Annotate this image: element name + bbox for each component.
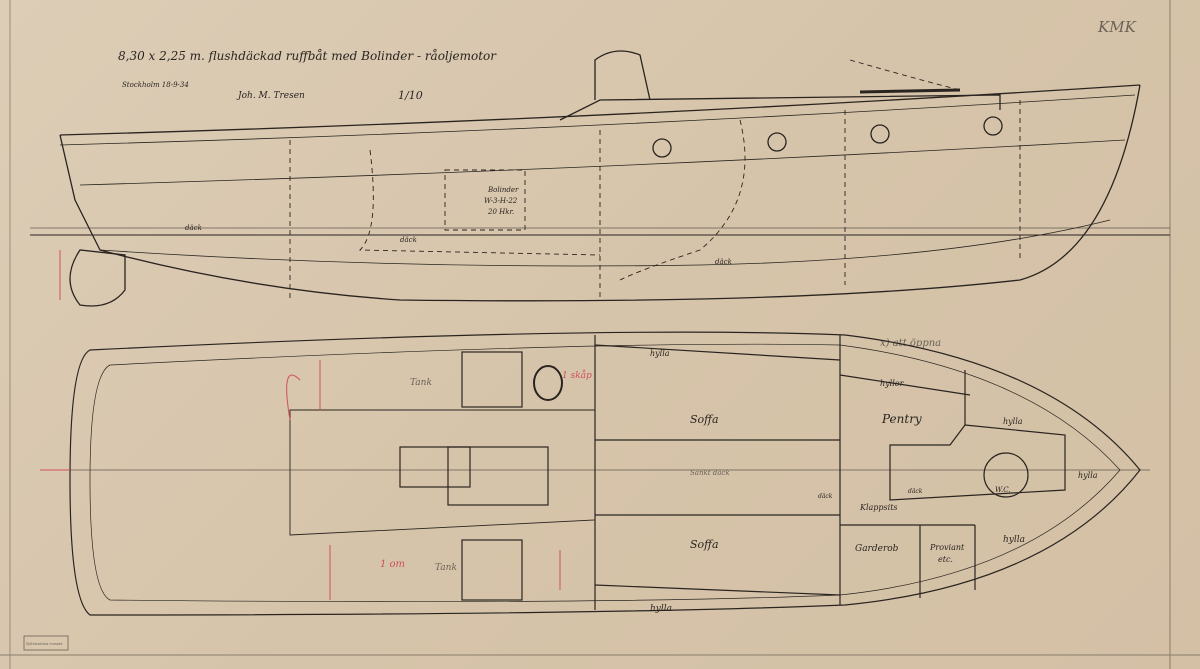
place-date: Stockholm 18-9-34: [122, 81, 189, 89]
room-label-sofa: Soffa: [690, 538, 719, 551]
sheer-line: [59, 84, 1141, 136]
signature: Joh. M. Tresen: [236, 91, 305, 101]
shelf-label: hylla: [1003, 535, 1025, 545]
porthole: [767, 132, 787, 152]
porthole: [870, 124, 890, 144]
lowered-deck-label: Sänkt däck: [690, 469, 730, 477]
plan-view: [40, 331, 1150, 616]
engine-label-line2: W-3-H-22: [484, 197, 518, 205]
hull-outline: [69, 331, 1141, 616]
deck-label: däck: [908, 488, 923, 495]
shelf-label: hylla: [1078, 471, 1098, 480]
deck-label: däck: [185, 224, 202, 232]
deck-label: däck: [400, 236, 417, 244]
red-note: 1 om: [380, 559, 405, 570]
drawing-title: 8,30 x 2,25 m. flushdäckad ruffbåt med B…: [118, 48, 497, 63]
wc-bowl: [983, 452, 1029, 498]
archive-mark: KMK: [1097, 18, 1137, 36]
footnote-mark: x) att öppna: [880, 338, 941, 349]
porthole: [983, 116, 1003, 136]
shelf-label: hylla: [650, 349, 670, 358]
tank-label: Tank: [410, 378, 432, 388]
porthole: [652, 138, 672, 158]
profile-view: [30, 50, 1170, 307]
engine-label-line3: 20 Hkr.: [487, 208, 514, 216]
rudder: [69, 249, 126, 307]
engine-label-line1: Bolinder: [487, 186, 519, 194]
tank-label: Tank: [435, 563, 457, 573]
windshield: [594, 50, 651, 101]
scale: 1/10: [398, 89, 423, 102]
hull-bottom: [59, 84, 1141, 302]
cabin-top: [559, 94, 1001, 121]
steering-wheel: [533, 365, 563, 401]
shelf-label: hylla: [1003, 417, 1023, 426]
room-label-sofa: Soffa: [690, 413, 719, 426]
shelves-label: hyllor: [880, 379, 905, 388]
svg-text:Sjöhistoriska museet: Sjöhistoriska museet: [26, 642, 63, 646]
room-label-provisions: Proviant: [929, 543, 965, 552]
museum-stamp: Sjöhistoriska museet: [23, 635, 69, 651]
shelf-label: hylla: [650, 604, 672, 614]
deck-label: däck: [818, 493, 833, 500]
deck-label: däck: [715, 258, 732, 266]
room-label-provisions-etc: etc.: [938, 555, 953, 564]
red-annotations: [40, 250, 561, 600]
room-label-wardrobe: Garderob: [855, 544, 899, 554]
room-label-wc: W.C.: [995, 486, 1011, 494]
folding-seat-label: Klappsits: [859, 503, 898, 512]
locker-note: 1 skåp: [562, 369, 592, 381]
room-label-pentry: Pentry: [881, 412, 922, 426]
